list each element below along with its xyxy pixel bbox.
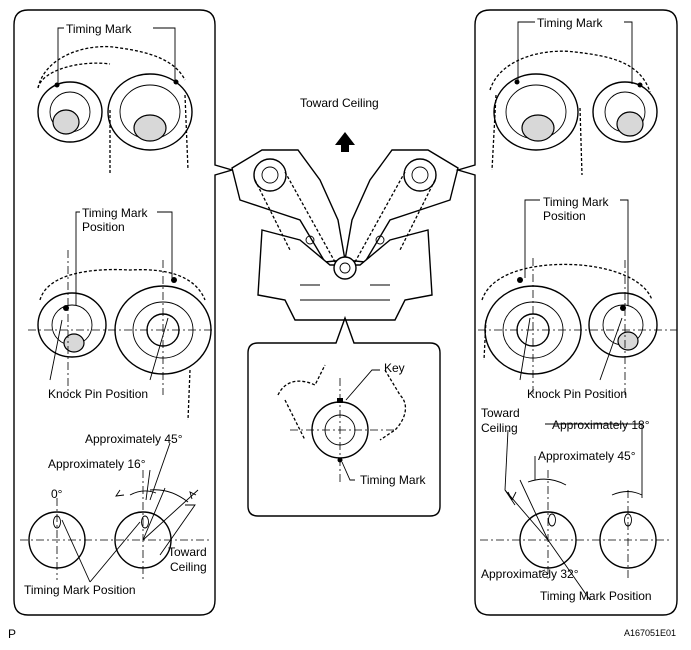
right-camshaft-sprockets-top — [489, 50, 658, 176]
right-camshaft-sprockets-mid — [478, 258, 677, 395]
key-label: Key — [384, 361, 405, 375]
left-timing-mark-position-bottom-label: Timing Mark Position — [24, 583, 136, 597]
left-camshaft-sprockets-mid — [28, 250, 215, 421]
left-timing-mark-position-label-1: Timing Mark — [82, 206, 149, 220]
left-ceiling-label: Ceiling — [170, 560, 207, 574]
right-knock-pin-label: Knock Pin Position — [527, 387, 627, 401]
engine-block — [231, 149, 459, 321]
corner-p-label: P — [8, 627, 16, 641]
right-approx-45-label: Approximately 45° — [538, 449, 636, 463]
left-timing-mark-label: Timing Mark — [66, 22, 133, 36]
left-zero-label: 0° — [51, 487, 63, 501]
right-timing-mark-position-bottom-label: Timing Mark Position — [540, 589, 652, 603]
left-toward-label: Toward — [168, 545, 207, 559]
left-knock-pin-label: Knock Pin Position — [48, 387, 148, 401]
left-approx-16-label: Approximately 16° — [48, 457, 146, 471]
right-timing-mark-position-label-1: Timing Mark — [543, 195, 610, 209]
right-bank-panel — [455, 9, 678, 616]
figure-id-label: A167051E01 — [624, 628, 676, 638]
right-timing-mark-label: Timing Mark — [537, 16, 604, 30]
crankshaft-panel — [247, 315, 441, 517]
right-toward-label: Toward — [481, 406, 520, 420]
left-timing-mark-position-label-2: Position — [82, 220, 125, 234]
toward-ceiling-label: Toward Ceiling — [300, 96, 379, 110]
right-ceiling-label: Ceiling — [481, 421, 518, 435]
right-angle-diagram — [480, 470, 670, 601]
left-angle-diagram — [20, 470, 210, 583]
left-approx-45-label: Approximately 45° — [85, 432, 183, 446]
right-timing-mark-position-label-2: Position — [543, 209, 586, 223]
center-timing-mark-label: Timing Mark — [360, 473, 427, 487]
center-arrow — [335, 132, 355, 152]
left-bank-panel — [13, 9, 235, 616]
left-camshaft-sprockets-top — [37, 45, 193, 175]
right-approx-32-label: Approximately 32° — [481, 567, 579, 581]
right-approx-18-label: Approximately 18° — [552, 418, 650, 432]
